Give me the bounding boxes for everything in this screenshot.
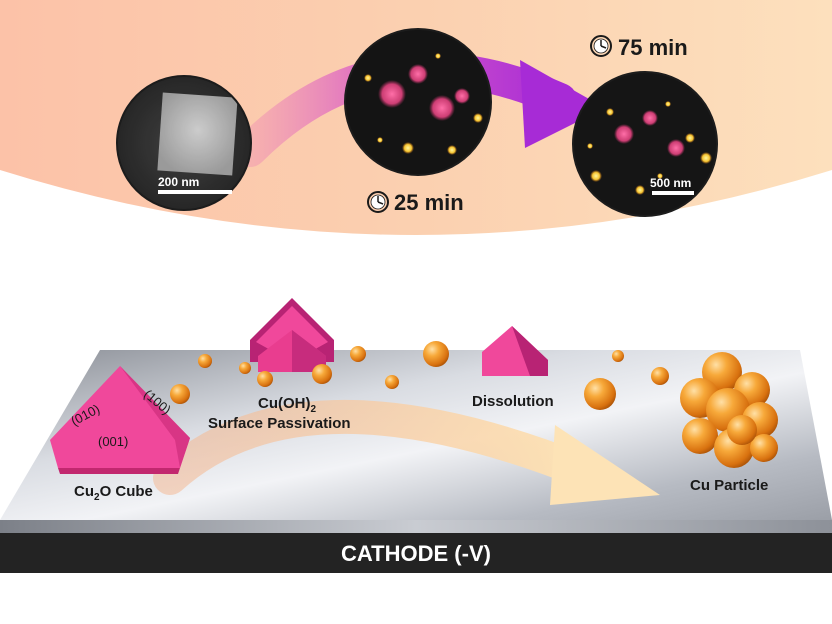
time-progress-arrowhead: [520, 60, 605, 148]
scale-bar-label-500nm: 500 nm: [650, 176, 691, 190]
micrograph-initial: 200 nm: [116, 75, 252, 211]
scale-bar-label-200nm: 200 nm: [158, 175, 199, 189]
cathode-label: CATHODE (-V): [341, 541, 491, 566]
cu-nanoparticles: [170, 341, 669, 410]
passivation-label-text: Surface Passivation: [208, 415, 351, 432]
micrograph-25min: [344, 28, 492, 176]
time-label-25min: 25 min: [394, 190, 464, 215]
reaction-path-arrowhead: [550, 425, 660, 505]
cu-particle-label: Cu Particle: [690, 477, 768, 494]
clock-icon-25min: [367, 191, 389, 213]
scale-bar-500nm: [652, 191, 694, 195]
time-label-75min: 75 min: [618, 35, 688, 60]
cu2o-cube-image: [157, 92, 238, 176]
passivation-label-formula: Cu(OH)2: [258, 395, 317, 415]
cu-particle-cluster: [680, 352, 778, 468]
micrograph-75min: 500 nm: [572, 71, 718, 217]
cu-oh-2-passivated-crystal: [250, 298, 334, 372]
dissolving-crystal: [482, 326, 548, 376]
cathode-bar: [0, 533, 832, 573]
cu2o-cube-label: Cu2O Cube: [74, 483, 153, 503]
reaction-path-arrow: [153, 400, 597, 495]
facet-001-label: (001): [98, 434, 128, 449]
cu2o-cube-crystal: [50, 366, 190, 474]
clock-icon-75min: [590, 35, 612, 57]
scale-bar-200nm: [158, 190, 232, 194]
dissolution-label: Dissolution: [472, 393, 554, 410]
